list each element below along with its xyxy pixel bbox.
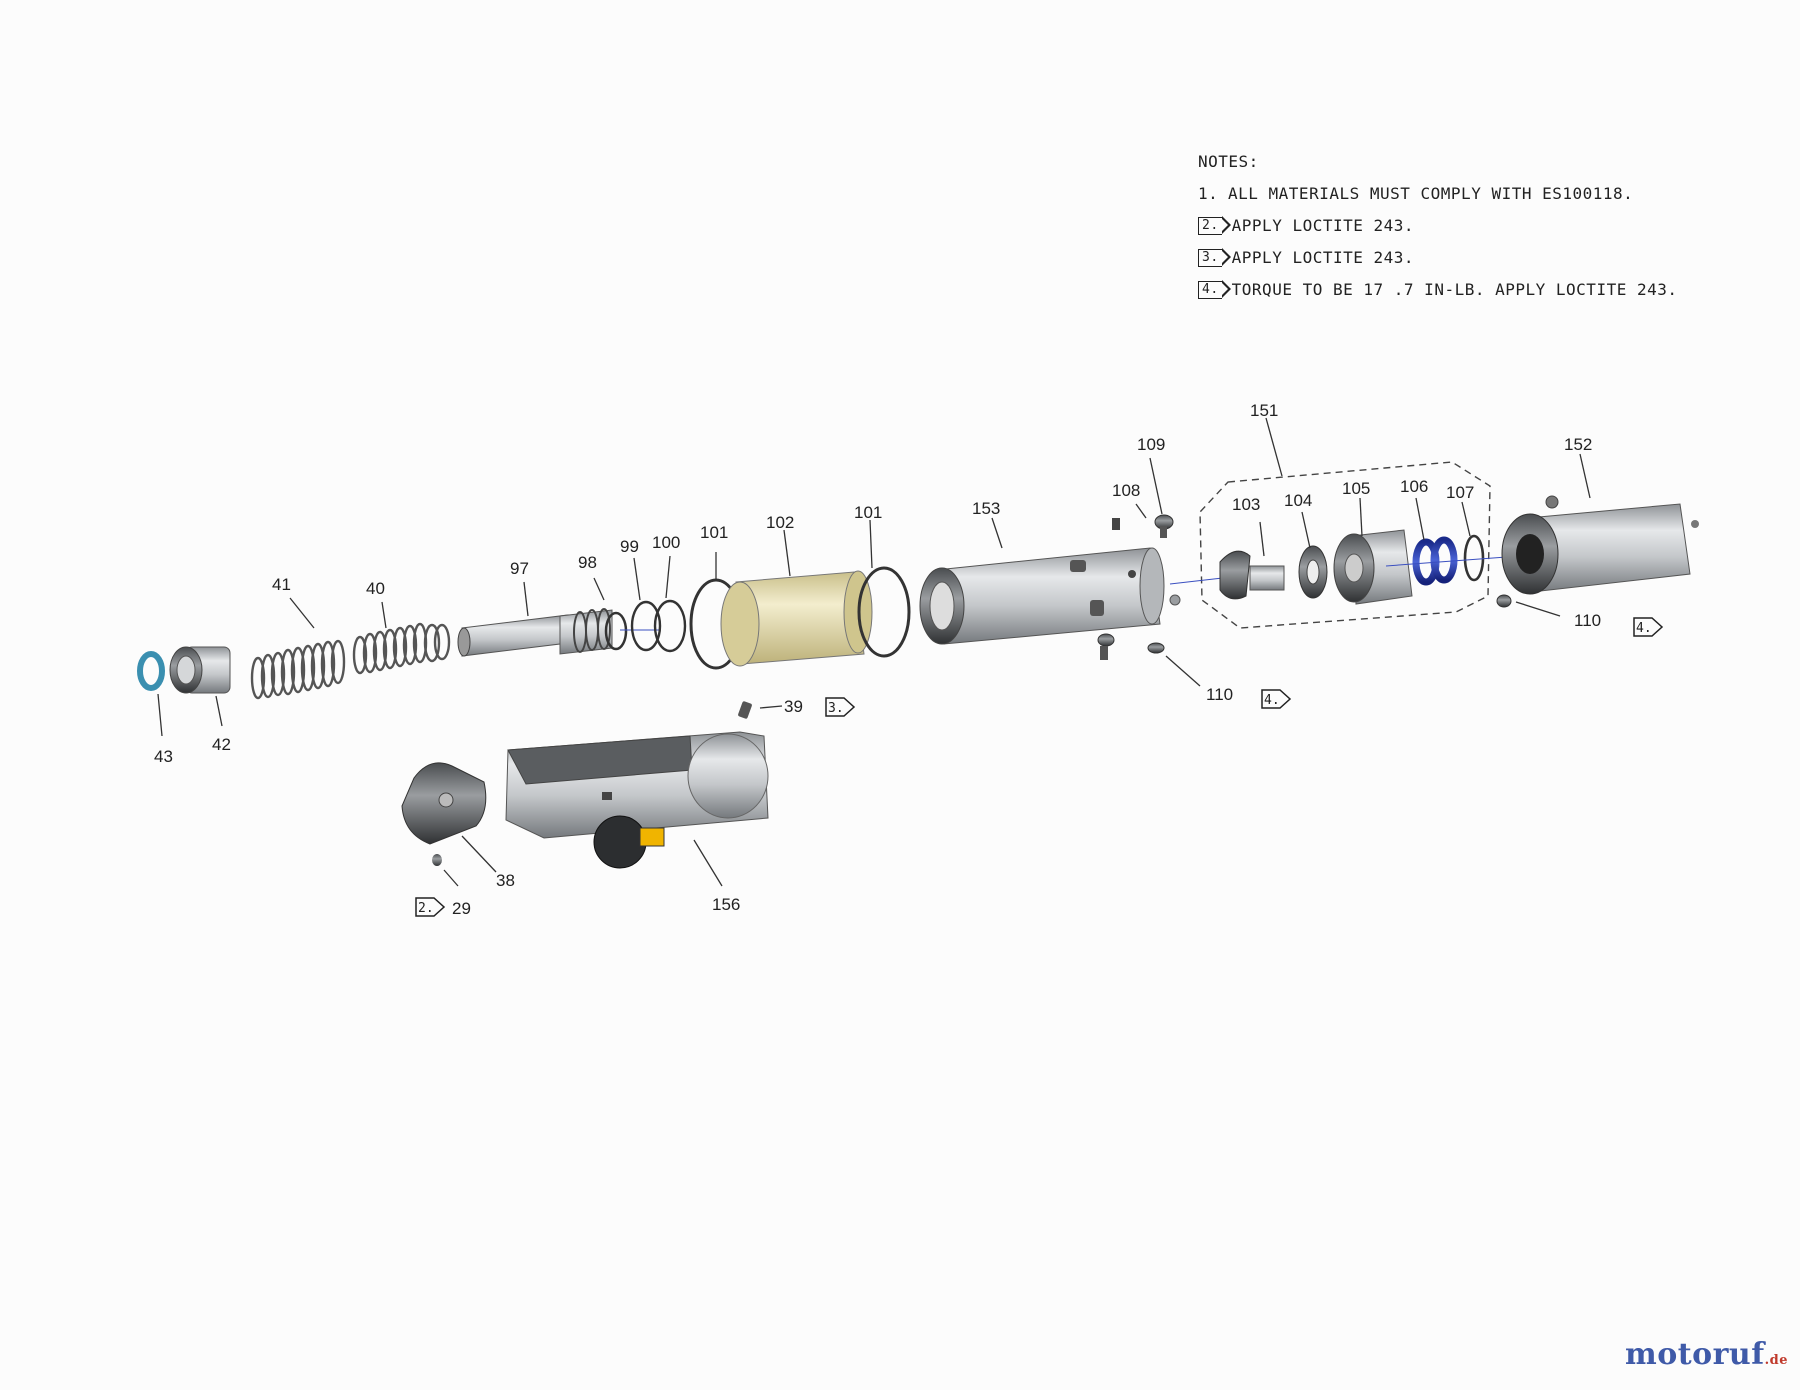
svg-text:4.: 4. — [1636, 621, 1652, 636]
flag-note-3: 3. — [825, 697, 856, 717]
label-100: 100 — [652, 533, 680, 552]
part-97-shaft — [457, 614, 569, 657]
note-3: 3.APPLY LOCTITE 243. — [1198, 242, 1758, 274]
part-107-snap-ring — [1463, 534, 1485, 582]
label-43: 43 — [154, 747, 173, 766]
label-29: 29 — [452, 899, 471, 918]
part-40-spring — [352, 622, 451, 675]
part-42-bushing — [169, 646, 231, 694]
label-107: 107 — [1446, 483, 1474, 502]
label-42: 42 — [212, 735, 231, 754]
part-41-spring — [250, 639, 346, 700]
note-1: 1.ALL MATERIALS MUST COMPLY WITH ES10011… — [1198, 184, 1634, 203]
label-40: 40 — [366, 579, 385, 598]
note-flag-2: 2. — [1198, 216, 1231, 235]
label-104: 104 — [1284, 491, 1312, 510]
label-102: 102 — [766, 513, 794, 532]
label-110-lower: 110 — [1206, 685, 1233, 704]
label-101-right: 101 — [854, 503, 882, 522]
label-156: 156 — [712, 895, 740, 914]
label-106: 106 — [1400, 477, 1428, 496]
flag-note-4-motor: 4. — [1633, 617, 1664, 637]
part-99-ring — [630, 600, 662, 652]
part-110-screw-lower — [1097, 633, 1165, 660]
notes-heading: NOTES: — [1198, 152, 1259, 171]
part-108-screw — [1112, 518, 1120, 530]
flag-note-4-housing: 4. — [1261, 689, 1292, 709]
label-38: 38 — [496, 871, 515, 890]
note-2: 2.APPLY LOCTITE 243. — [1198, 210, 1758, 242]
label-103: 103 — [1232, 495, 1260, 514]
note-flag-4: 4. — [1198, 280, 1231, 299]
part-102-sleeve — [720, 570, 873, 667]
svg-text:3.: 3. — [828, 701, 844, 716]
label-98: 98 — [578, 553, 597, 572]
part-101-ring-right — [857, 566, 911, 658]
part-103-cam — [1219, 550, 1285, 600]
part-153-housing — [919, 547, 1181, 645]
leader-lines — [157, 417, 1591, 887]
label-152: 152 — [1564, 435, 1592, 454]
note-flag-3: 3. — [1198, 248, 1231, 267]
part-38-cover — [401, 762, 487, 866]
part-105-rotor — [1333, 529, 1413, 605]
label-151: 151 — [1250, 401, 1278, 420]
label-99: 99 — [620, 537, 639, 556]
watermark-logo: motoruf.de — [1624, 1337, 1788, 1372]
part-152-motor-housing — [1496, 495, 1699, 608]
label-39: 39 — [784, 697, 803, 716]
part-156-body — [505, 731, 769, 869]
label-110-right: 110 — [1574, 611, 1601, 630]
assembly-151-outline — [1199, 461, 1491, 629]
label-97: 97 — [510, 559, 529, 578]
label-101-left: 101 — [700, 523, 728, 542]
svg-text:2.: 2. — [418, 901, 434, 916]
svg-text:4.: 4. — [1264, 693, 1280, 708]
note-4: 4.TORQUE TO BE 17 .7 IN-LB. APPLY LOCTIT… — [1198, 274, 1758, 306]
label-153: 153 — [972, 499, 1000, 518]
part-98-plunger — [559, 608, 628, 655]
part-39-set-screw — [738, 701, 752, 719]
flag-note-2: 2. — [415, 897, 446, 917]
part-100-ring — [653, 599, 687, 653]
part-43-seal — [137, 651, 165, 691]
part-109-screw — [1154, 514, 1174, 538]
label-109: 109 — [1137, 435, 1165, 454]
label-108: 108 — [1112, 481, 1140, 500]
label-41: 41 — [272, 575, 291, 594]
notes-block: NOTES: 1.ALL MATERIALS MUST COMPLY WITH … — [1198, 146, 1758, 306]
label-105: 105 — [1342, 479, 1370, 498]
part-104-washer — [1298, 545, 1328, 599]
